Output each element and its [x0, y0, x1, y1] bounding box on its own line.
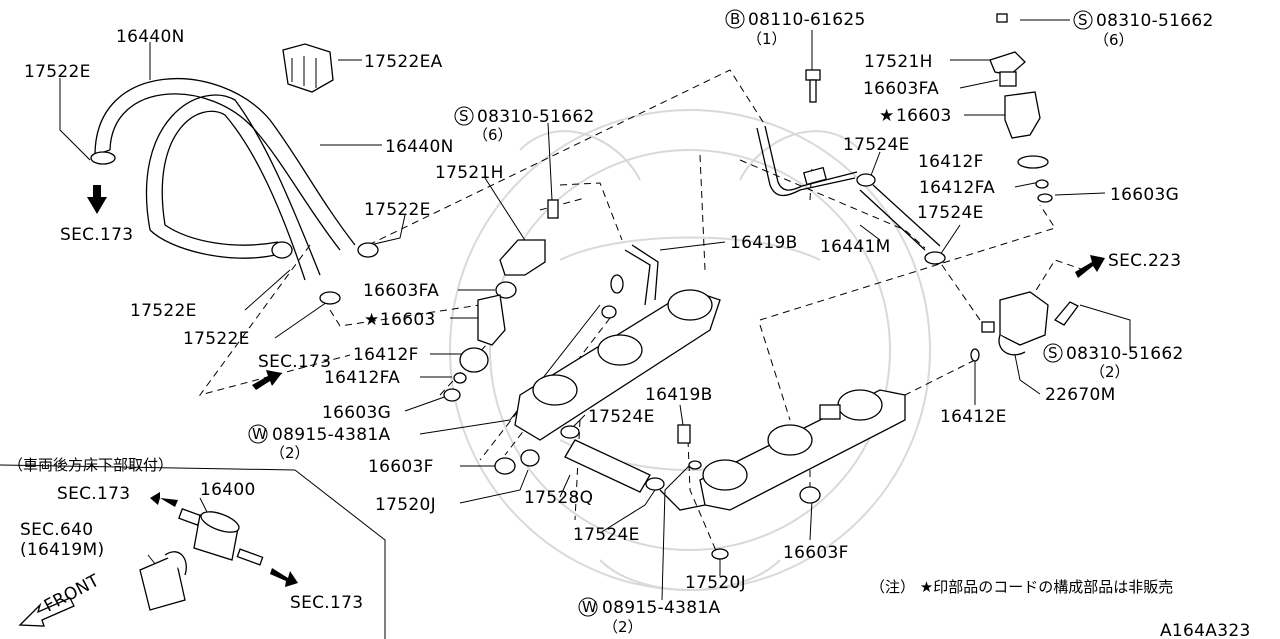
label-08915-4381A: 08915-4381A — [272, 425, 390, 445]
label-16419B: 16419B — [730, 233, 798, 253]
label-17522E: 17522E — [130, 301, 197, 321]
label-qty: （1） — [747, 30, 787, 48]
injector-16603-left — [443, 199, 559, 402]
label-16419M: (16419M) — [20, 540, 104, 560]
washer-prefix-letter: W — [582, 598, 597, 616]
fuel-rail-left — [514, 244, 721, 441]
label-16400: 16400 — [200, 480, 256, 500]
label-08310-51662: 08310-51662 — [1066, 344, 1184, 364]
label-08110-61625: 08110-61625 — [748, 10, 866, 30]
label-16412E: 16412E — [940, 407, 1007, 427]
label-qty: （6） — [473, 126, 513, 144]
injector-16603-right — [989, 13, 1053, 203]
label-17524E: 17524E — [588, 407, 655, 427]
label-08310-51662: 08310-51662 — [1096, 11, 1214, 31]
label-17524E: 17524E — [573, 525, 640, 545]
arrow-sec173-b — [252, 370, 282, 390]
arrow-sec173-d — [270, 568, 298, 587]
arrow-sec173-a — [87, 185, 107, 214]
label-08915-4381A: 08915-4381A — [602, 598, 720, 618]
washer-prefix-circle — [578, 597, 598, 617]
fuel-filter-16400 — [139, 508, 264, 611]
label-17524E: 17524E — [843, 135, 910, 155]
label-sec173: SEC.173 — [57, 484, 130, 504]
washer-prefix-letter: W — [252, 425, 267, 443]
label-16412F: 16412F — [918, 152, 984, 172]
screw-prefix-circle — [454, 106, 474, 126]
label-17522EA: 17522EA — [364, 52, 443, 72]
label-16603FA: 16603FA — [363, 281, 439, 301]
label-16603F: 16603F — [783, 543, 849, 563]
label-17521H: 17521H — [435, 163, 504, 183]
label-17522E: 17522E — [24, 62, 91, 82]
label-16440N: 16440N — [116, 27, 185, 47]
fuel-hose-16440N-upper — [94, 77, 356, 251]
screw-prefix-letter: S — [1078, 11, 1088, 29]
arrow-sec173-c — [150, 492, 178, 507]
label-qty: （2） — [1090, 363, 1130, 381]
watermark-emblem — [449, 109, 931, 591]
label-16603: 16603 — [896, 106, 952, 126]
label-16412F: 16412F — [353, 345, 419, 365]
bolt-prefix-letter: B — [730, 10, 740, 28]
label-16412FA: 16412FA — [324, 368, 400, 388]
label-16412FA: 16412FA — [919, 178, 995, 198]
label-16603G: 16603G — [1110, 185, 1179, 205]
label-star: ★ — [879, 106, 895, 126]
hose-clips — [90, 151, 946, 491]
washers-16603F-17520J — [494, 449, 821, 560]
label-16419B: 16419B — [645, 385, 713, 405]
label-qty: （2） — [603, 618, 643, 636]
arrow-sec223 — [1075, 255, 1105, 278]
label-16603FA: 16603FA — [863, 79, 939, 99]
label-16441M: 16441M — [820, 237, 891, 257]
bolt-prefix-circle — [725, 9, 745, 29]
screw-prefix-letter: S — [459, 107, 469, 125]
bolt-08110-61625 — [805, 69, 821, 103]
front-arrow — [18, 597, 75, 627]
label-17528Q: 17528Q — [524, 488, 593, 508]
label-17520J: 17520J — [375, 495, 436, 515]
dashed-guides — [198, 69, 1091, 561]
label-16440N: 16440N — [385, 137, 454, 157]
screw-prefix-letter: S — [1048, 344, 1058, 362]
label-sec173: SEC.173 — [258, 352, 331, 372]
fuel-hose-16440N-lower — [145, 94, 321, 281]
part-labels: 16440N 17522E 17522EA 16440N 17522E SEC.… — [8, 9, 1251, 639]
crossover-tube-17528Q — [564, 439, 706, 511]
label-08310-51662: 08310-51662 — [477, 107, 595, 127]
label-17520J: 17520J — [685, 573, 746, 593]
pressure-regulator-22670M — [970, 291, 1079, 362]
footnote: （注） ★印部品のコードの構成部品は非販売 — [870, 578, 1173, 596]
washer-prefix-circle — [248, 424, 268, 444]
label-22670M: 22670M — [1045, 385, 1116, 405]
bolts-16419B — [677, 424, 702, 470]
label-17522E: 17522E — [364, 200, 431, 220]
mount-note: （車両後方床下部取付） — [8, 456, 173, 474]
leader-lines — [0, 19, 1131, 639]
label-sec173: SEC.173 — [60, 225, 133, 245]
label-17524E: 17524E — [917, 203, 984, 223]
screw-prefix-circle — [1043, 343, 1063, 363]
label-16603: 16603 — [380, 310, 436, 330]
figure-code: A164A323 — [1160, 621, 1251, 639]
label-qty: （6） — [1094, 31, 1134, 49]
front-label: FRONT — [41, 571, 103, 617]
label-sec173: SEC.173 — [290, 593, 363, 613]
fuel-tube-16441M — [756, 125, 941, 251]
label-17522E: 17522E — [183, 329, 250, 349]
label-qty: （2） — [270, 444, 310, 462]
label-star: ★ — [364, 310, 380, 330]
clip-17522EA — [282, 43, 334, 93]
label-sec223: SEC.223 — [1108, 251, 1181, 271]
screw-prefix-circle — [1073, 10, 1093, 30]
label-16603F: 16603F — [368, 457, 434, 477]
label-sec640: SEC.640 — [20, 520, 93, 540]
label-16603G: 16603G — [322, 403, 391, 423]
fuel-rail-right — [699, 389, 906, 511]
label-17521H: 17521H — [864, 52, 933, 72]
